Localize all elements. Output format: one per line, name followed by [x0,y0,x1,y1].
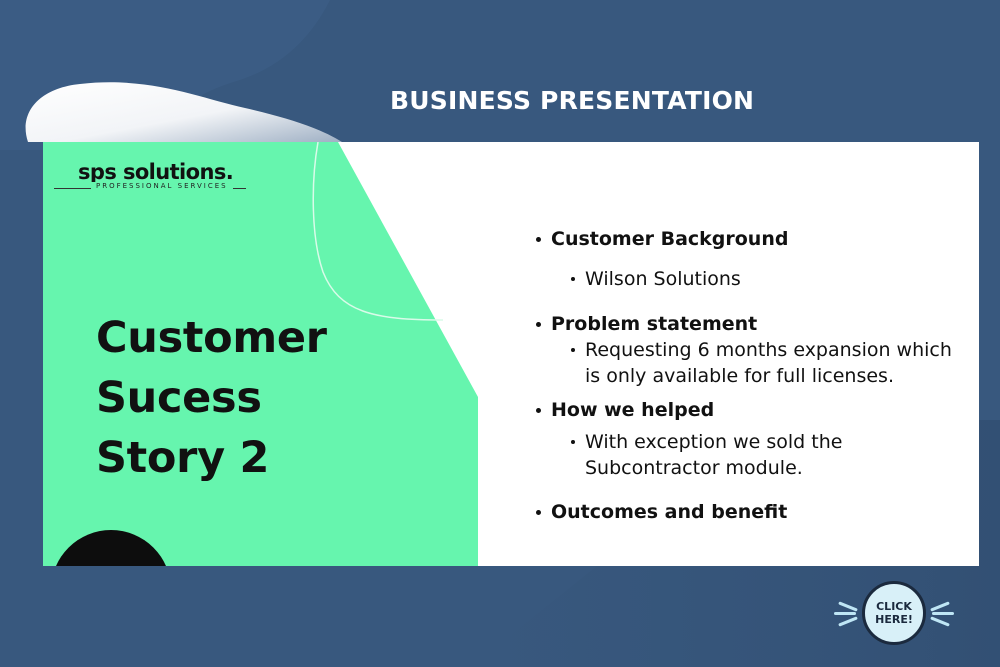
bullet-heading-problem-statement: Problem statement [536,311,956,337]
click-label-line: CLICK [876,600,912,613]
bullet-heading-how-we-helped: How we helped [536,397,956,423]
slide-title-line: Customer [96,313,327,363]
bullet-item: Requesting 6 months expansion which is o… [536,337,956,389]
bullet-heading-outcomes: Outcomes and benefit [536,499,956,525]
bullet-item: With exception we sold the Subcontractor… [536,429,956,481]
click-here-button[interactable]: CLICK HERE! [862,581,926,645]
bullet-heading-customer-background: Customer Background [536,226,956,252]
bullet-item: Wilson Solutions [536,266,956,292]
slide-title: Customer Sucess Story 2 [96,308,327,488]
click-here-label: CLICK HERE! [869,600,919,626]
company-logo: sps solutions. [78,160,234,184]
slide-green-shape [43,142,478,566]
click-label-line: HERE! [875,613,913,626]
slide-title-line: Story 2 [96,433,270,483]
slide: sps solutions. PROFESSIONAL SERVICES Cus… [43,142,979,566]
logo-tagline: PROFESSIONAL SERVICES [91,182,233,190]
cta-ray [834,612,856,615]
slide-title-line: Sucess [96,373,262,423]
presentation-header: BUSINESS PRESENTATION [390,86,755,115]
bullet-list: Customer Background Wilson Solutions Pro… [536,226,956,525]
cta-ray [932,612,954,615]
